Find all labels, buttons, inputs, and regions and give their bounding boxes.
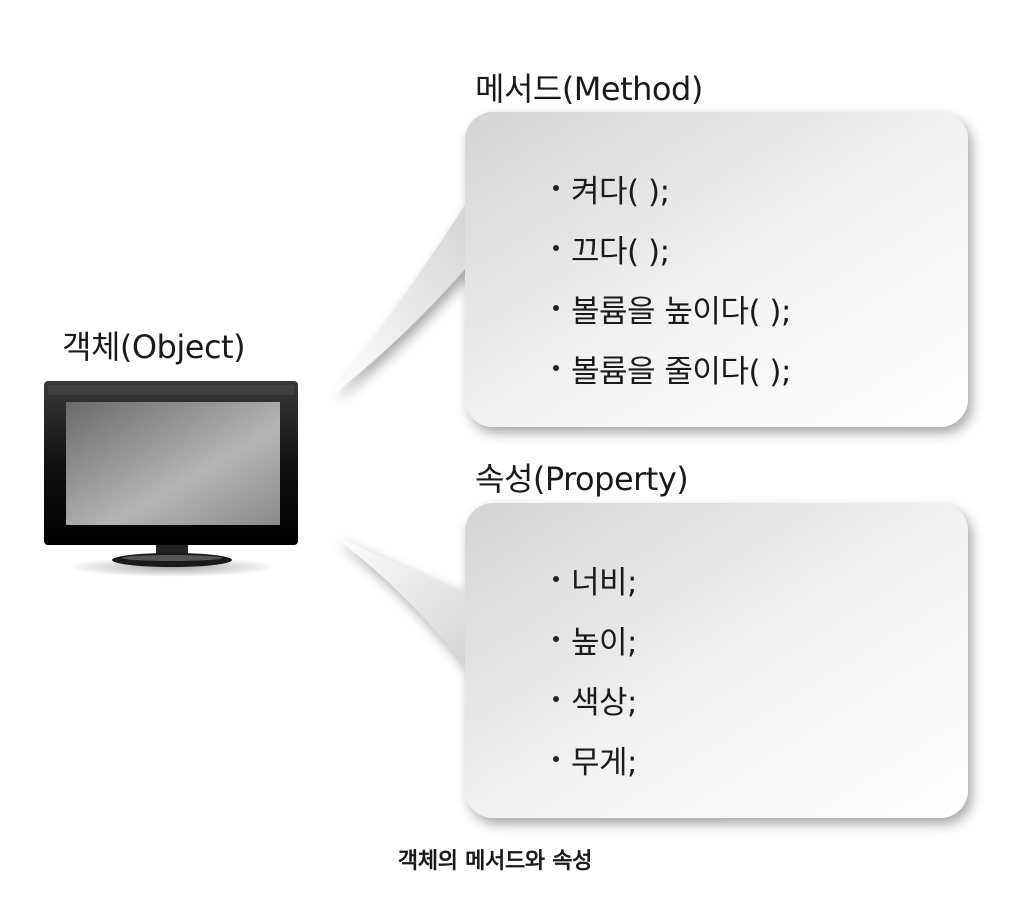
method-bubble-tail — [332, 200, 490, 395]
method-item: 볼륨을 높이다( ); — [553, 278, 791, 338]
bullet-icon — [553, 696, 559, 702]
bullet-icon — [553, 185, 559, 191]
object-title: 객체(Object) — [62, 328, 246, 366]
bullet-icon — [553, 245, 559, 251]
method-title: 메서드(Method) — [475, 70, 703, 108]
property-list: 너비; 높이; 색상; 무게; — [553, 549, 637, 789]
property-item-label: 너비; — [571, 564, 637, 601]
method-item-label: 끄다( ); — [571, 233, 670, 270]
bullet-icon — [553, 365, 559, 371]
method-item-label: 볼륨을 줄이다( ); — [571, 353, 791, 390]
property-bubble — [332, 503, 968, 818]
method-bubble — [332, 112, 968, 427]
method-item: 끄다( ); — [553, 218, 791, 278]
property-title: 속성(Property) — [475, 460, 689, 498]
bullet-icon — [553, 576, 559, 582]
tv-monitor-icon — [44, 381, 298, 577]
property-item: 높이; — [553, 609, 637, 669]
method-list: 켜다( ); 끄다( ); 볼륨을 높이다( ); 볼륨을 줄이다( ); — [553, 158, 791, 398]
method-item: 볼륨을 줄이다( ); — [553, 338, 791, 398]
method-item: 켜다( ); — [553, 158, 791, 218]
property-item-label: 높이; — [571, 624, 637, 661]
method-item-label: 볼륨을 높이다( ); — [571, 293, 791, 330]
bullet-icon — [553, 756, 559, 762]
property-item: 무게; — [553, 729, 637, 789]
figure-caption: 객체의 메서드와 속성 — [397, 849, 593, 874]
method-item-label: 켜다( ); — [571, 173, 670, 210]
bullet-icon — [553, 636, 559, 642]
property-bubble-tail — [332, 535, 490, 670]
property-item: 너비; — [553, 549, 637, 609]
property-item-label: 무게; — [571, 744, 637, 781]
bullet-icon — [553, 305, 559, 311]
property-item-label: 색상; — [571, 684, 637, 721]
property-item: 색상; — [553, 669, 637, 729]
